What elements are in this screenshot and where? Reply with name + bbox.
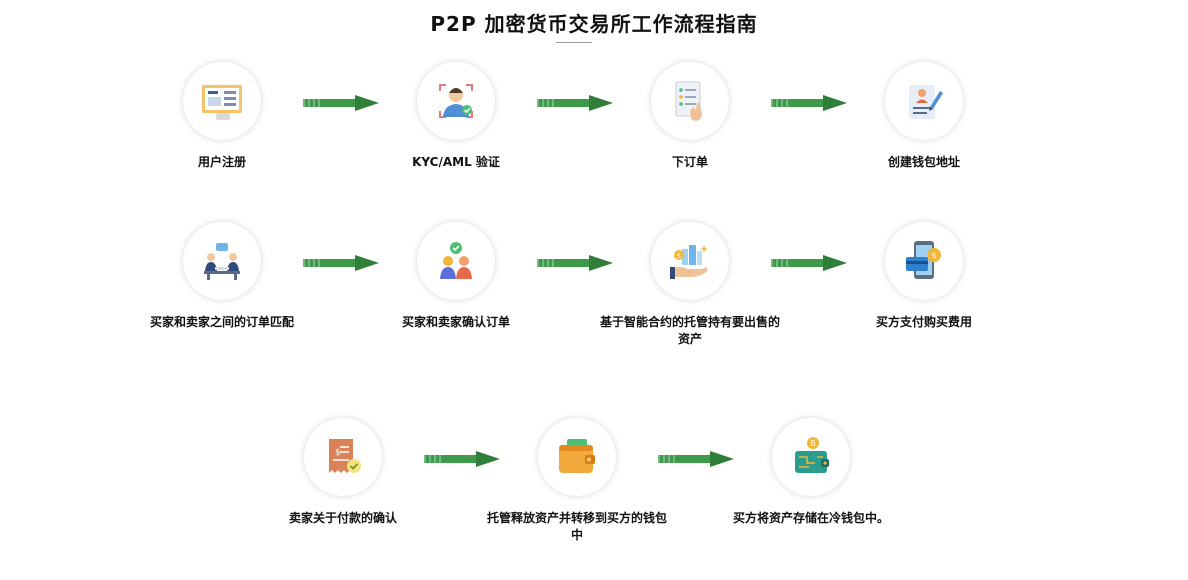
step-seller-payment-confirmation: $ 卖家关于付款的确认 (243, 418, 443, 527)
arrow-right-icon (537, 255, 613, 271)
step-cold-wallet-storage: B 买方将资产存储在冷钱包中。 (711, 418, 911, 527)
two-users-confirm-icon (440, 242, 472, 279)
svg-text:$: $ (335, 448, 341, 458)
step-escrow-release: 托管释放资产并转移到买方的钱包中 (477, 418, 677, 544)
svg-text:$: $ (931, 251, 936, 260)
arrow-right-icon (303, 255, 379, 271)
buyer-seller-meeting-icon (204, 243, 240, 280)
order-list-hand-icon (675, 81, 702, 121)
step-icon-circle (885, 62, 963, 140)
step-icon-circle (651, 62, 729, 140)
arrow-right-icon (658, 451, 734, 467)
step-icon-circle: B (772, 418, 850, 496)
smart-contract-escrow-icon: $ (670, 245, 708, 279)
step-kyc-aml: KYC/AML 验证 (356, 62, 556, 171)
step-smart-contract-escrow: $ 基于智能合约的托管持有要出售的资产 (590, 222, 790, 348)
step-icon-circle: $ (304, 418, 382, 496)
step-label: 买家和卖家确认订单 (401, 315, 510, 329)
step-label: 买方支付购买费用 (875, 315, 972, 329)
arrow-right-icon (424, 451, 500, 467)
arrow-right-icon (537, 95, 613, 111)
title-divider (556, 42, 592, 43)
face-scan-verification-icon (439, 84, 473, 118)
step-label: 买方将资产存储在冷钱包中。 (732, 511, 889, 525)
step-label: 下订单 (671, 155, 708, 169)
arrow-right-icon (771, 95, 847, 111)
step-buyer-payment: $ 买方支付购买费用 (824, 222, 1024, 331)
svg-text:B: B (810, 439, 816, 448)
card-payment-phone-icon: $ (906, 241, 941, 279)
step-place-order: 下订单 (590, 62, 790, 171)
registration-form-icon (202, 85, 242, 120)
bitcoin-cold-wallet-icon: B (795, 437, 829, 473)
step-icon-circle (183, 62, 261, 140)
step-label: 创建钱包地址 (887, 155, 960, 169)
step-user-registration: 用户注册 (122, 62, 322, 171)
wallet-icon (559, 439, 595, 473)
step-icon-circle (538, 418, 616, 496)
step-label: 卖家关于付款的确认 (288, 511, 397, 525)
step-label: 基于智能合约的托管持有要出售的资产 (599, 315, 780, 346)
arrow-right-icon (303, 95, 379, 111)
step-label: 买家和卖家之间的订单匹配 (149, 315, 294, 329)
step-icon-circle (417, 222, 495, 300)
step-icon-circle: $ (651, 222, 729, 300)
arrow-right-icon (771, 255, 847, 271)
step-label: 用户注册 (197, 155, 246, 169)
step-label: 托管释放资产并转移到买方的钱包中 (486, 511, 667, 542)
step-icon-circle: $ (885, 222, 963, 300)
step-create-wallet-address: 创建钱包地址 (824, 62, 1024, 171)
step-confirm-order: 买家和卖家确认订单 (356, 222, 556, 331)
step-order-matching: 买家和卖家之间的订单匹配 (122, 222, 322, 331)
svg-text:$: $ (677, 252, 681, 260)
step-icon-circle (183, 222, 261, 300)
payment-receipt-check-icon: $ (329, 439, 361, 473)
step-icon-circle (417, 62, 495, 140)
page-title: P2P 加密货币交易所工作流程指南 (430, 12, 758, 36)
wallet-address-document-icon (909, 85, 943, 119)
step-label: KYC/AML 验证 (412, 155, 500, 169)
